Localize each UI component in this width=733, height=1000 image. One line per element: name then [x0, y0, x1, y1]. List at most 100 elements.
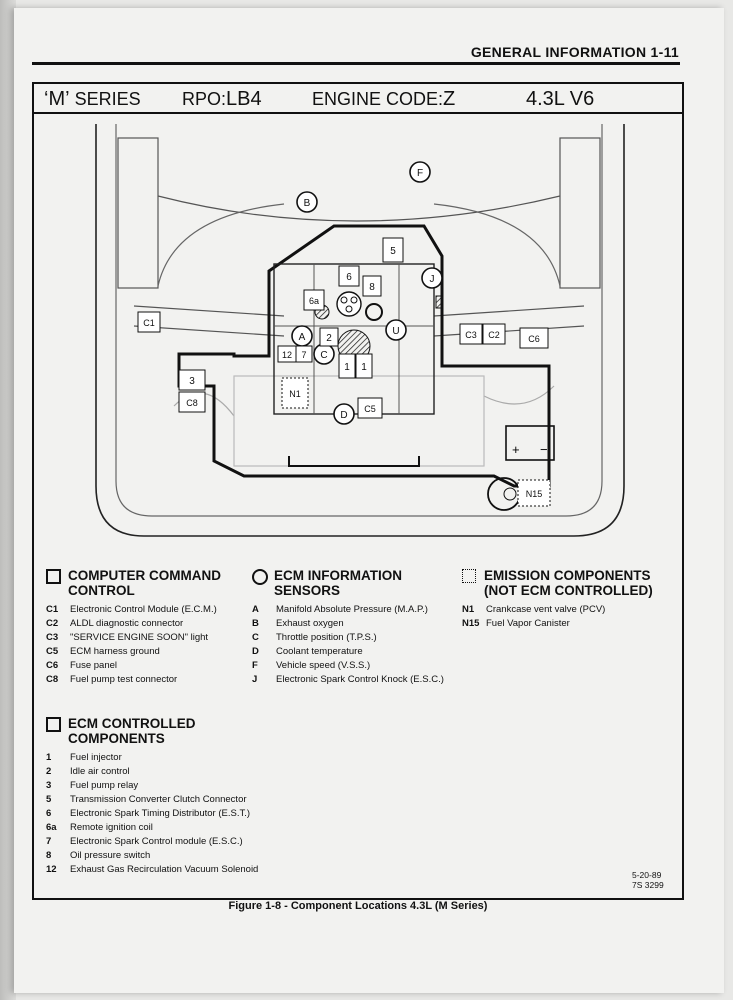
legend-item-text: Transmission Converter Clutch Connector — [70, 793, 247, 805]
svg-text:C6: C6 — [528, 334, 540, 344]
svg-text:U: U — [392, 326, 399, 337]
circle-symbol-icon — [252, 569, 268, 585]
legend-item-text: Electronic Spark Control Knock (E.S.C.) — [276, 673, 444, 685]
component-C3: C3 — [459, 323, 483, 345]
svg-text:1: 1 — [344, 362, 350, 373]
figure-caption: Figure 1-8 - Component Locations 4.3L (M… — [228, 900, 488, 912]
component-3: 3 — [178, 369, 206, 391]
page-header-title: GENERAL INFORMATION 1-11 — [470, 44, 679, 60]
svg-text:8: 8 — [369, 282, 375, 293]
legend-item-code: D — [252, 645, 259, 657]
component-7: 7 — [295, 345, 313, 363]
engine-outline — [177, 224, 551, 488]
svg-text:C8: C8 — [186, 398, 198, 408]
svg-text:2: 2 — [326, 333, 332, 344]
body-outline — [95, 124, 625, 537]
legend-item-text: ALDL diagnostic connector — [70, 617, 184, 629]
component-C6: C6 — [519, 327, 549, 349]
legend-item-text: Remote ignition coil — [70, 821, 153, 833]
sensor-C: C — [313, 343, 335, 365]
sensor-J: J — [421, 267, 443, 289]
engine-description: 4.3L V6 — [526, 88, 595, 110]
svg-text:C: C — [320, 350, 327, 361]
square-symbol-icon — [46, 569, 61, 584]
legend-item-code: 6 — [46, 807, 52, 819]
legend-item-text: Idle air control — [70, 765, 130, 777]
svg-text:B: B — [304, 198, 311, 209]
figure-frame: ‘M’ SERIES RPO:LB4 ENGINE CODE:Z 4.3L V6 — [32, 82, 684, 900]
legend-item-code: B — [252, 617, 259, 629]
legend-item-code: 2 — [46, 765, 52, 777]
legend-item-code: 5 — [46, 793, 52, 805]
svg-text:N1: N1 — [289, 389, 301, 399]
legend-item-code: 3 — [46, 779, 52, 791]
legend-item: 5 Transmission Converter Clutch Connector — [46, 792, 258, 806]
legend-item-text: Fuel pump test connector — [70, 673, 178, 685]
legend-item-code: 6a — [46, 821, 57, 833]
svg-text:D: D — [340, 410, 347, 421]
legend-item-code: 7 — [46, 835, 52, 847]
book-binding — [0, 0, 16, 1000]
figure-titlebar: ‘M’ SERIES RPO:LB4 ENGINE CODE:Z 4.3L V6 — [34, 84, 682, 114]
legend-emission-components: EMISSION COMPONENTS (NOT ECM CONTROLLED)… — [462, 568, 653, 630]
svg-text:F: F — [417, 168, 423, 179]
engine-compartment-diagram: + − F B J U A — [95, 124, 625, 537]
legend-item-code: A — [252, 603, 259, 615]
legend-item-code: 1 — [46, 751, 52, 763]
legend-item-text: Exhaust Gas Recirculation Vacuum Solenoi… — [70, 863, 259, 875]
legend-item-text: ECM harness ground — [70, 645, 160, 657]
legend-item: 6a Remote ignition coil — [46, 820, 258, 834]
legend-item: 2 Idle air control — [46, 764, 258, 778]
header-rule — [32, 62, 680, 65]
component-6: 6 — [338, 265, 360, 287]
legend-item: C3"SERVICE ENGINE SOON" light — [46, 630, 217, 644]
component-C2: C2 — [482, 323, 506, 345]
legend-item-code: C — [252, 631, 259, 643]
component-C1: C1 — [137, 311, 161, 333]
svg-text:6a: 6a — [309, 296, 319, 306]
legend-item-text: Fuel Vapor Canister — [486, 617, 570, 629]
series-label: ‘M’ SERIES — [44, 88, 141, 110]
legend-item: 3 Fuel pump relay — [46, 778, 258, 792]
legend-item-code: C5 — [46, 645, 59, 657]
legend-item-text: Fuel pump relay — [70, 779, 139, 791]
component-6a: 6a — [303, 289, 325, 311]
legend-item-code: C6 — [46, 659, 59, 671]
legend-item-text: Throttle position (T.P.S.) — [276, 631, 377, 643]
legend-item: D Coolant temperature — [252, 644, 444, 658]
svg-text:3: 3 — [189, 376, 195, 387]
square-symbol-icon — [46, 717, 61, 732]
svg-text:J: J — [430, 274, 435, 285]
legend-item: C Throttle position (T.P.S.) — [252, 630, 444, 644]
component-5: 5 — [382, 237, 404, 263]
legend-item-code: J — [252, 673, 258, 685]
component-2: 2 — [319, 327, 339, 347]
left-fender — [117, 137, 159, 289]
legend-item-text: Coolant temperature — [276, 645, 363, 657]
sensor-U: U — [385, 319, 407, 341]
svg-text:1: 1 — [361, 362, 367, 373]
svg-text:A: A — [299, 332, 306, 343]
sensor-A: A — [291, 325, 313, 347]
svg-text:C3: C3 — [465, 330, 477, 340]
rpo-label: RPO:LB4 — [182, 88, 262, 110]
emission-N1: N1 — [281, 377, 309, 409]
legend-item: C5 ECM harness ground — [46, 644, 217, 658]
svg-text:N15: N15 — [526, 489, 543, 499]
sensor-B: B — [296, 191, 318, 213]
